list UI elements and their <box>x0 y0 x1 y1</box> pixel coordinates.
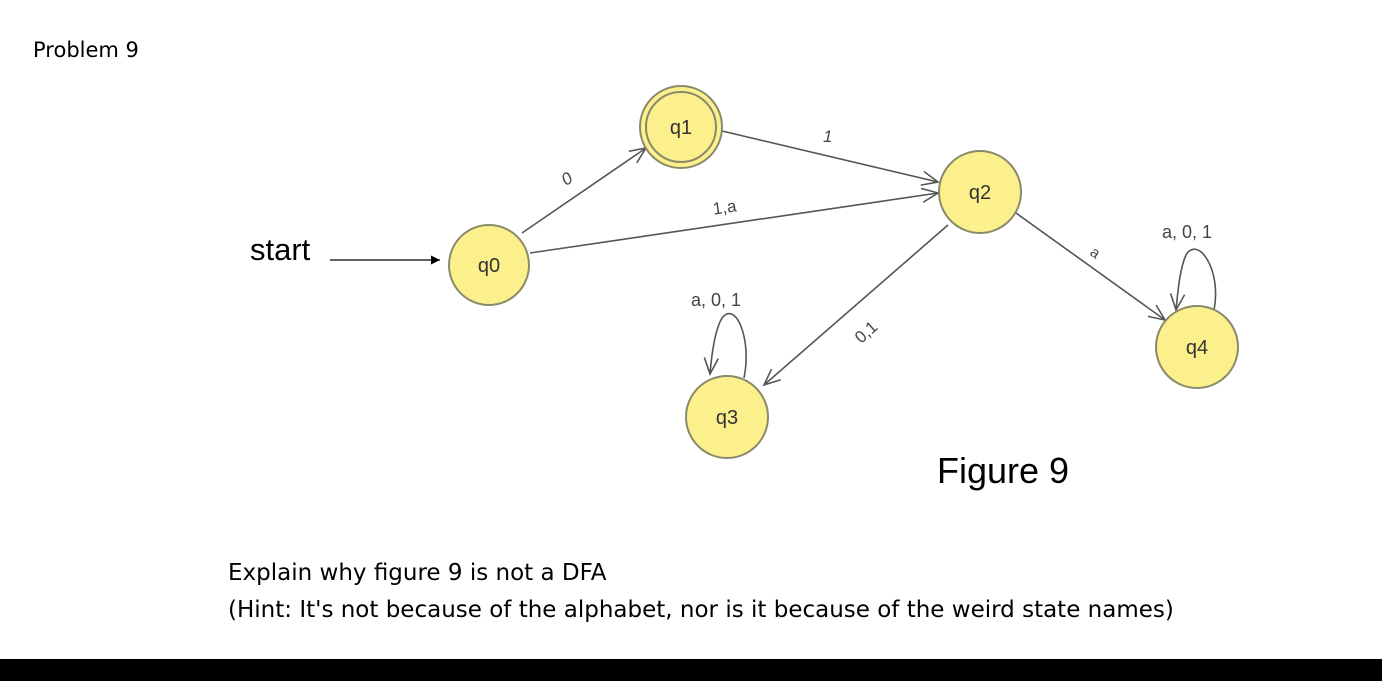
accepting-ring-q1 <box>645 91 717 163</box>
edge-q0-q2 <box>529 187 940 254</box>
edge-label-q3-loop: a, 0, 1 <box>691 290 741 310</box>
state-q2: q2 <box>938 150 1022 234</box>
problem-title: Problem 9 <box>33 38 139 62</box>
question-text: Explain why figure 9 is not a DFA <box>228 560 607 586</box>
self-loop-q3 <box>703 312 747 379</box>
edge-q0-q1 <box>521 146 648 234</box>
self-loop-q4 <box>1169 248 1217 312</box>
edge-label-q2-q3: 0,1 <box>851 317 881 347</box>
start-label: start <box>250 232 311 267</box>
state-label-q2: q2 <box>969 182 991 204</box>
state-label-q1: q1 <box>670 117 692 139</box>
figure-caption: Figure 9 <box>937 450 1070 491</box>
edge-label-q4-loop: a, 0, 1 <box>1162 222 1212 242</box>
dfa-diagram: start 0 1,a 1 0,1 a a, 0, 1 a, 0, 1 q0 q… <box>250 85 1239 459</box>
hint-text: (Hint: It's not because of the alphabet,… <box>228 597 1174 623</box>
edge-label-q0-q2: 1,a <box>712 196 739 218</box>
state-label-q0: q0 <box>478 255 500 277</box>
state-q0: q0 <box>448 224 530 306</box>
edge-label-q1-q2: 1 <box>823 127 832 146</box>
edge-q2-q4 <box>1015 212 1167 322</box>
state-q1: q1 <box>639 85 723 169</box>
edge-q2-q3 <box>762 224 949 387</box>
bottom-black-bar <box>0 659 1382 681</box>
state-q3: q3 <box>685 375 769 459</box>
edge-q1-q2 <box>721 130 940 186</box>
edge-label-q0-q1: 0 <box>558 168 577 189</box>
state-label-q4: q4 <box>1186 337 1208 359</box>
state-q4: q4 <box>1155 305 1239 389</box>
edge-label-q2-q4: a <box>1087 244 1104 263</box>
state-label-q3: q3 <box>716 407 738 429</box>
